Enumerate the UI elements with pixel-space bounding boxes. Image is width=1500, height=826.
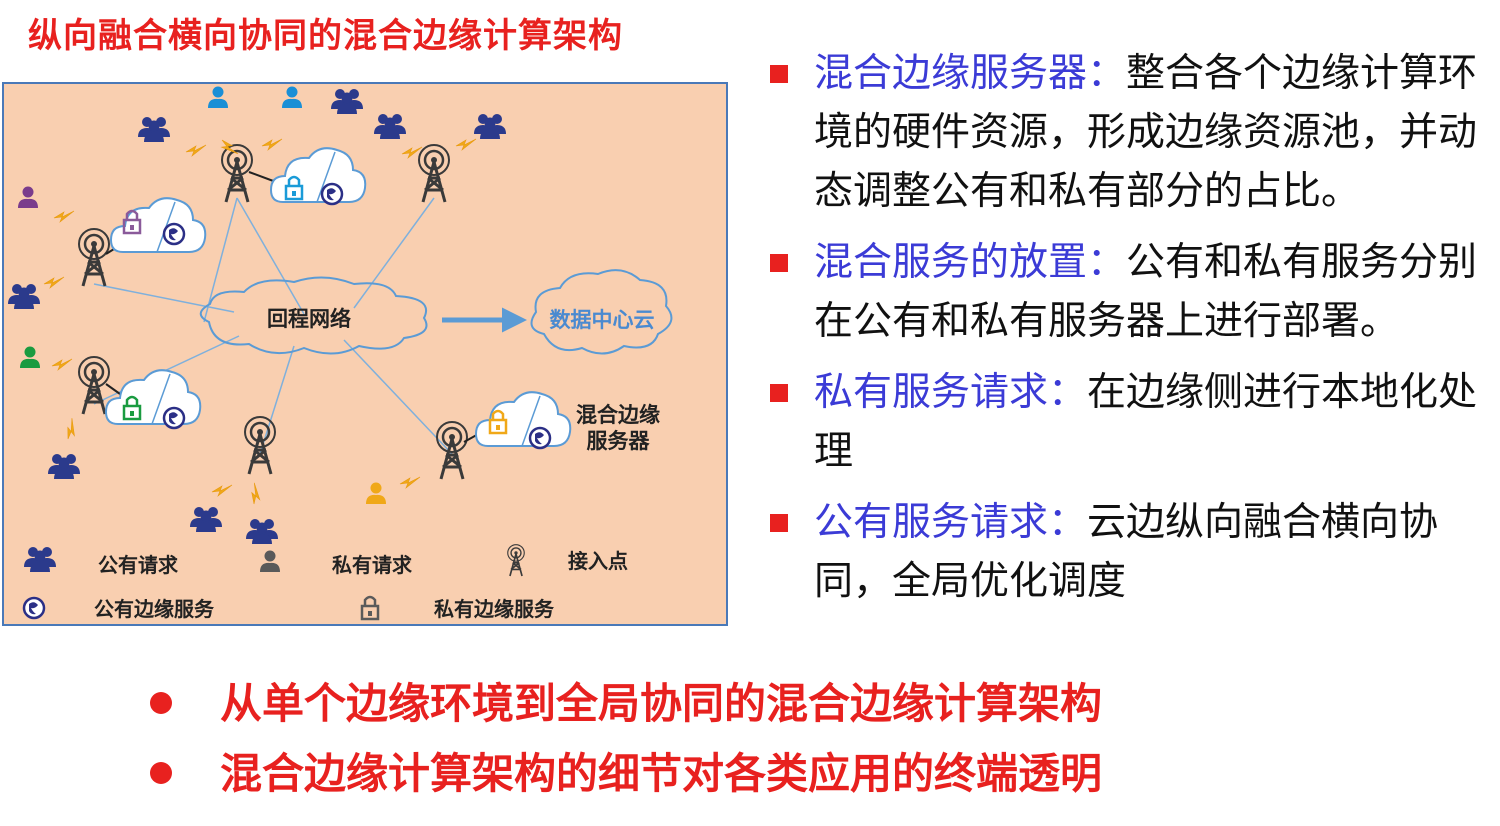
wireless-link-icon: [43, 276, 65, 289]
slide-title: 纵向融合横向协同的混合边缘计算架构: [28, 16, 623, 56]
public-user-group-icon: [474, 114, 506, 139]
bullet-desc: 公有和私有服务分别在公有和私有服务器上进行部署。: [814, 240, 1478, 344]
public-user-group-icon: [138, 117, 170, 142]
public-user-group-icon: [331, 89, 363, 114]
wireless-link-icon: [261, 138, 283, 151]
bullet-list: 混合边缘服务器：整合各个边缘计算环境的硬件资源，形成边缘资源池，并动态调整公有和…: [770, 44, 1480, 623]
hybrid-server-label-2: 服务器: [587, 429, 651, 453]
bullet-item: 混合边缘服务器：整合各个边缘计算环境的硬件资源，形成边缘资源池，并动态调整公有和…: [770, 44, 1480, 221]
bullet-marker: [770, 514, 788, 532]
legend-private-request: 私有请求: [332, 553, 413, 577]
conclusion-2: 混合边缘计算架构的细节对各类应用的终端透明: [150, 740, 1350, 801]
bullet-desc: 云边纵向融合横向协同，全局优化调度: [814, 500, 1439, 604]
private-user-icon: [18, 186, 38, 208]
private-user-icon: [366, 482, 386, 504]
bullet-term: 私有服务请求: [814, 370, 1049, 415]
access-point-2: [417, 143, 451, 204]
wireless-link-icon: [455, 138, 477, 151]
wireless-link-icon: [51, 358, 73, 371]
bullet-term: 混合服务的放置: [814, 240, 1088, 285]
backhaul-label: 回程网络: [267, 307, 351, 331]
bullet-dot: [150, 761, 172, 784]
bullet-desc: 整合各个边缘计算环境的硬件资源，形成边缘资源池，并动态调整公有和私有部分的占比。: [814, 51, 1478, 214]
legend-public-edge-icon: [22, 596, 46, 620]
bullet-item: 公有服务请求：云边纵向融合横向协同，全局优化调度: [770, 493, 1480, 611]
legend-private-request-icon: [260, 550, 280, 572]
bullet-term: 混合边缘服务器: [814, 51, 1088, 96]
bullet-dot: [150, 691, 172, 714]
datacenter-label: 数据中心云: [550, 308, 655, 332]
legend-public-request-icon: [24, 547, 56, 572]
private-user-icon: [282, 86, 302, 108]
bullet-term: 公有服务请求: [814, 500, 1049, 545]
bullet-marker: [770, 384, 788, 402]
diagram-canvas: 回程网络 数据中心云: [8, 86, 673, 621]
public-user-group-icon: [190, 507, 222, 532]
wireless-link-icon: [185, 144, 207, 157]
backhaul-cloud: [199, 276, 428, 355]
bullet-desc: 在边缘侧进行本地化处理: [814, 370, 1478, 474]
datacenter-cloud: [530, 269, 673, 355]
public-user-group-icon: [374, 114, 406, 139]
edge-cloud-1: [270, 147, 367, 206]
hybrid-server-label-1: 混合边缘: [576, 403, 660, 427]
conclusion-1: 从单个边缘环境到全局协同的混合边缘计算架构: [150, 670, 1350, 731]
bullet-marker: [770, 65, 788, 83]
wireless-link-icon: [211, 484, 233, 497]
private-user-icon: [20, 346, 40, 368]
edge-cloud-3: [105, 369, 202, 430]
wireless-link-icon: [247, 482, 265, 506]
architecture-diagram: 回程网络 数据中心云: [2, 82, 728, 626]
bullet-item: 私有服务请求：在边缘侧进行本地化处理: [770, 363, 1480, 481]
access-point-6: [435, 420, 469, 481]
public-user-group-icon: [246, 519, 278, 544]
private-user-icon: [208, 86, 228, 108]
public-user-group-icon: [8, 284, 40, 309]
edge-cloud-2: [110, 197, 207, 253]
legend-private-edge: 私有边缘服务: [434, 597, 555, 621]
bullet-marker: [770, 254, 788, 272]
access-point-5: [243, 415, 277, 476]
legend-public-edge: 公有边缘服务: [94, 597, 215, 621]
wireless-link-icon: [61, 417, 82, 442]
legend-access-point-icon: [506, 543, 526, 577]
public-user-group-icon: [48, 454, 80, 479]
edge-cloud-4: [475, 391, 572, 450]
bullet-item: 混合服务的放置：公有和私有服务分别在公有和私有服务器上进行部署。: [770, 233, 1480, 351]
legend-private-edge-icon: [360, 595, 380, 621]
wireless-link-icon: [399, 476, 421, 489]
legend-access-point: 接入点: [568, 549, 628, 573]
legend-public-request: 公有请求: [98, 553, 179, 577]
wireless-link-icon: [53, 210, 75, 223]
access-point-3: [77, 227, 111, 288]
access-point-4: [77, 355, 111, 416]
